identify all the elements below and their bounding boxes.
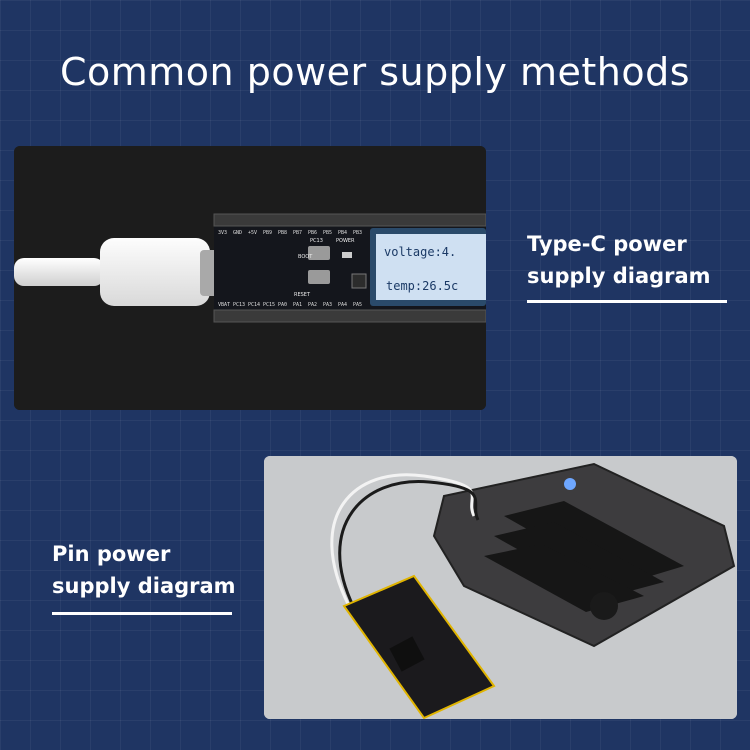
bottom-pin-label-8: PA4 <box>338 302 347 308</box>
label-boot: BOOT <box>298 254 313 260</box>
top-pin-labels: 3V3 GND +5V PB9 PB8 PB7 PB6 PB5 PB4 PB3 <box>218 230 362 236</box>
bottom-pin-label-7: PA3 <box>323 302 332 308</box>
usb-plug-body <box>100 238 210 306</box>
top-pin-label-9: PB3 <box>353 230 362 236</box>
type-c-caption-line1: Type-C power <box>527 232 687 256</box>
top-header-pins <box>213 213 486 227</box>
screen-temp-text: temp:26.5c <box>386 279 458 293</box>
top-pin-label-5: PB7 <box>293 230 302 236</box>
bottom-header-pins <box>213 309 486 323</box>
screen-voltage-text: voltage:4. <box>384 245 456 259</box>
page-title: Common power supply methods <box>59 50 691 94</box>
small-board <box>342 574 496 719</box>
pin-power-caption: Pin power supply diagram <box>52 538 252 602</box>
led <box>342 252 352 258</box>
usb-cable <box>14 258 104 286</box>
bottom-pin-label-9: PA5 <box>353 302 362 308</box>
top-pin-label-8: PB4 <box>338 230 347 236</box>
jumper-wire-black <box>338 480 480 609</box>
small-board-chip <box>389 636 425 672</box>
pin-power-illustration <box>264 456 737 719</box>
bottom-pin-label-4: PA0 <box>278 302 287 308</box>
label-pc13: PC13 <box>310 238 323 244</box>
top-pin-label-1: GND <box>233 230 242 236</box>
buzzer <box>590 592 618 620</box>
top-pin-label-6: PB6 <box>308 230 317 236</box>
bottom-pin-label-5: PA1 <box>293 302 302 308</box>
status-led <box>564 478 576 490</box>
pin-power-caption-line1: Pin power <box>52 542 171 566</box>
bottom-pin-label-6: PA2 <box>308 302 317 308</box>
type-c-caption: Type-C power supply diagram <box>527 228 737 292</box>
jumper-wire-white <box>330 473 476 607</box>
top-pin-label-7: PB5 <box>323 230 332 236</box>
chip <box>351 273 367 289</box>
type-c-caption-underline <box>527 300 727 303</box>
type-c-caption-line2: supply diagram <box>527 264 711 288</box>
oled-screen <box>376 234 486 300</box>
bottom-pin-label-2: PC14 <box>248 302 260 308</box>
label-reset: RESET <box>294 292 311 298</box>
pin-power-caption-line2: supply diagram <box>52 574 236 598</box>
pin-power-photo <box>264 456 737 719</box>
bottom-pin-label-1: PC13 <box>233 302 245 308</box>
top-pin-label-4: PB8 <box>278 230 287 236</box>
top-pin-label-3: PB9 <box>263 230 272 236</box>
bottom-pin-label-3: PC15 <box>263 302 275 308</box>
boot-button <box>308 246 330 260</box>
top-pin-label-0: 3V3 <box>218 230 227 236</box>
label-power: POWER <box>336 238 355 244</box>
bottom-pin-label-0: VBAT <box>218 302 230 308</box>
reset-button <box>308 270 330 284</box>
top-pin-label-2: +5V <box>248 230 257 236</box>
pin-power-caption-underline <box>52 612 232 615</box>
